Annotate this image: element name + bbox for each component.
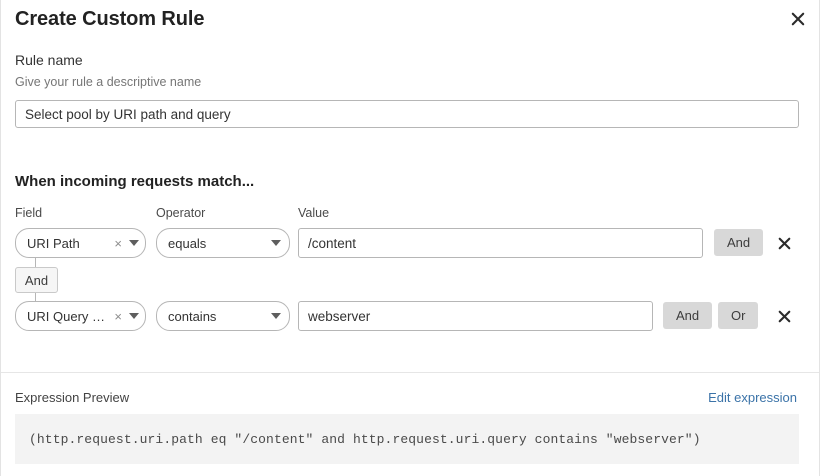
- expression-preview-box: (http.request.uri.path eq "/content" and…: [15, 414, 799, 464]
- operator-select-1[interactable]: contains: [156, 301, 290, 331]
- section-divider: [1, 372, 819, 373]
- delete-condition-button-1[interactable]: [772, 303, 796, 329]
- field-select-value-1: URI Query St...: [27, 308, 112, 324]
- expression-preview-text: (http.request.uri.path eq "/content" and…: [29, 431, 701, 447]
- conditions-heading: When incoming requests match...: [15, 173, 255, 190]
- expression-preview-label: Expression Preview: [15, 390, 130, 405]
- chevron-down-icon: [129, 313, 139, 319]
- value-input-1[interactable]: [298, 301, 653, 331]
- field-select-value-0: URI Path: [27, 235, 80, 251]
- operator-select-value-0: equals: [168, 235, 207, 251]
- column-header-field: Field: [15, 206, 43, 220]
- operator-select-value-1: contains: [168, 308, 217, 324]
- condition-row: URI Path × equals And: [1, 228, 819, 258]
- field-select-0[interactable]: URI Path ×: [15, 228, 146, 258]
- and-button-0[interactable]: And: [714, 229, 764, 256]
- chevron-down-icon: [271, 240, 281, 246]
- condition-row: URI Query St... × contains And Or: [1, 301, 819, 331]
- dialog-title: Create Custom Rule: [15, 8, 205, 30]
- column-header-operator: Operator: [156, 206, 206, 220]
- column-header-value: Value: [298, 206, 330, 220]
- or-button-1[interactable]: Or: [718, 302, 759, 329]
- close-icon[interactable]: [785, 6, 811, 32]
- value-input-0[interactable]: [298, 228, 703, 258]
- clear-icon[interactable]: ×: [114, 235, 122, 251]
- condition-connector-and[interactable]: And: [15, 267, 58, 293]
- rule-name-label: Rule name: [15, 52, 83, 68]
- operator-select-0[interactable]: equals: [156, 228, 290, 258]
- delete-condition-button-0[interactable]: [772, 230, 796, 256]
- rule-name-input[interactable]: [15, 100, 799, 128]
- edit-expression-link[interactable]: Edit expression: [708, 390, 797, 405]
- rule-name-help: Give your rule a descriptive name: [15, 75, 202, 89]
- chevron-down-icon: [271, 313, 281, 319]
- field-select-1[interactable]: URI Query St... ×: [15, 301, 146, 331]
- clear-icon[interactable]: ×: [114, 308, 122, 324]
- and-button-1[interactable]: And: [663, 302, 713, 329]
- chevron-down-icon: [129, 240, 139, 246]
